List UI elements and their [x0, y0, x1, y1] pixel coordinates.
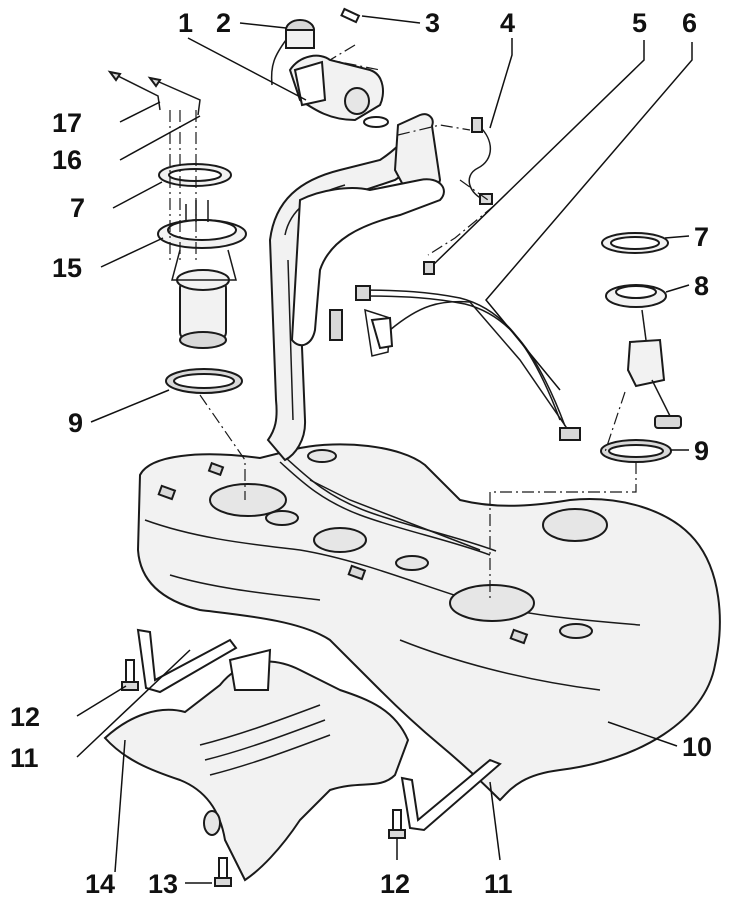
- fuel-cap: [270, 19, 315, 86]
- callout-3: 3: [425, 8, 440, 38]
- locking-ring-left: [158, 163, 232, 187]
- callout-14: 14: [85, 869, 115, 899]
- callout-7-left: 7: [70, 193, 85, 223]
- fuel-tank: [136, 443, 721, 802]
- leader-lines: [76, 15, 693, 884]
- filler-neck: [266, 113, 445, 462]
- callout-2: 2: [216, 8, 231, 38]
- fuel-gauge-sender: [605, 284, 682, 429]
- wiring-harness: [355, 285, 581, 441]
- callout-6: 6: [682, 8, 697, 38]
- bolt-3: [340, 7, 361, 24]
- locking-ring-right: [601, 232, 669, 254]
- alignment-lines: [169, 44, 637, 600]
- callout-12-left: 12: [10, 702, 40, 732]
- callout-11-left: 11: [10, 743, 39, 773]
- callout-4: 4: [500, 8, 515, 38]
- vent-lines: [107, 70, 201, 116]
- callout-16: 16: [52, 145, 82, 175]
- callout-12-right: 12: [380, 869, 410, 899]
- filler-flap-housing: [288, 54, 384, 122]
- callout-1: 1: [178, 8, 193, 38]
- callout-11-right: 11: [484, 869, 513, 899]
- neck-seal: [363, 116, 389, 128]
- callout-8: 8: [694, 271, 709, 301]
- seal-left: [165, 368, 243, 394]
- heat-shield: [103, 648, 410, 882]
- callout-10: 10: [682, 732, 712, 762]
- callout-9-right: 9: [694, 436, 709, 466]
- callout-15: 15: [52, 253, 82, 283]
- callout-17: 17: [52, 108, 82, 138]
- sensor-lead: [468, 117, 493, 205]
- fuel-pump-module-left: [157, 200, 247, 349]
- bolts: [121, 659, 406, 887]
- callout-7-right: 7: [694, 222, 709, 252]
- bolt-5: [423, 261, 435, 275]
- callout-13: 13: [148, 869, 178, 899]
- callout-5: 5: [632, 8, 647, 38]
- callout-9-left: 9: [68, 408, 83, 438]
- seal-right: [600, 439, 672, 463]
